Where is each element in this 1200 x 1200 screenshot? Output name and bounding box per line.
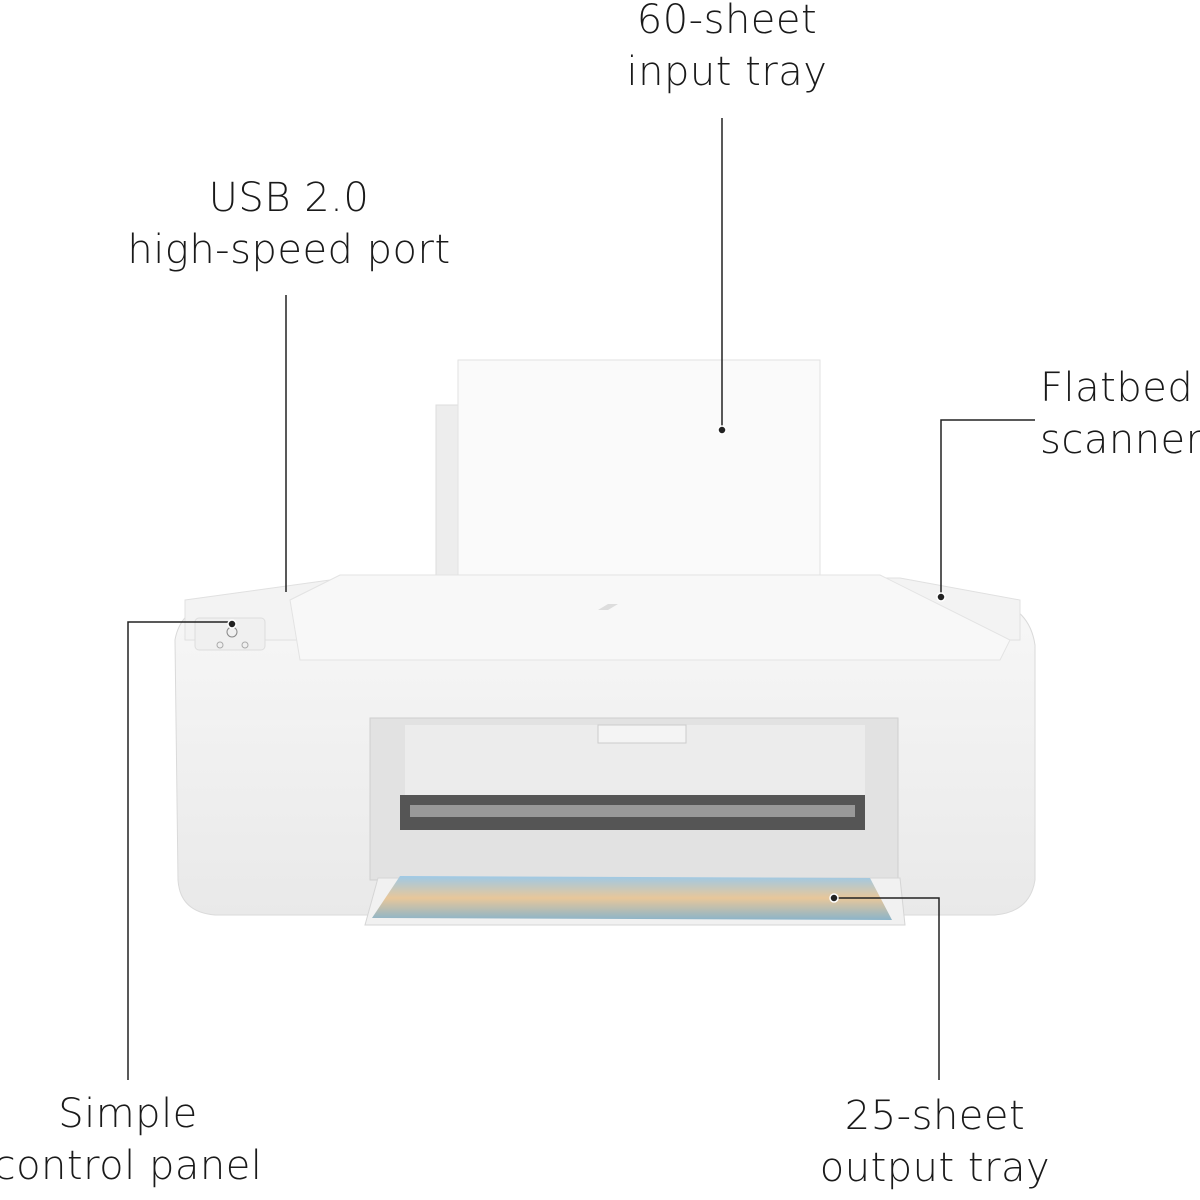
callout-text: 60-sheet bbox=[636, 0, 818, 43]
output-opening bbox=[369, 717, 899, 881]
printed-page bbox=[372, 876, 892, 920]
callout-text: input tray bbox=[626, 49, 828, 95]
callout-output-tray: 25-sheet output tray bbox=[785, 1090, 1085, 1194]
callout-text: scanner bbox=[1040, 417, 1200, 463]
callout-text: Flatbed bbox=[1040, 365, 1194, 411]
callout-scanner: Flatbed scanner bbox=[1040, 362, 1200, 466]
callout-control-panel: Simple control panel bbox=[0, 1088, 278, 1192]
callout-usb-port: USB 2.0 high-speed port bbox=[89, 172, 489, 276]
callout-text: USB 2.0 bbox=[208, 175, 370, 221]
callout-text: high-speed port bbox=[127, 227, 451, 273]
callout-text: 25-sheet bbox=[844, 1093, 1026, 1139]
callout-input-tray: 60-sheet input tray bbox=[577, 0, 877, 98]
hp-logo bbox=[598, 604, 618, 610]
output-tray[interactable] bbox=[364, 876, 906, 926]
input-tray bbox=[435, 359, 821, 586]
callout-text: output tray bbox=[819, 1145, 1051, 1191]
callout-text: Simple bbox=[58, 1091, 198, 1137]
callout-text: control panel bbox=[0, 1143, 263, 1189]
callout-dots bbox=[227, 425, 946, 903]
control-panel[interactable] bbox=[194, 617, 266, 651]
